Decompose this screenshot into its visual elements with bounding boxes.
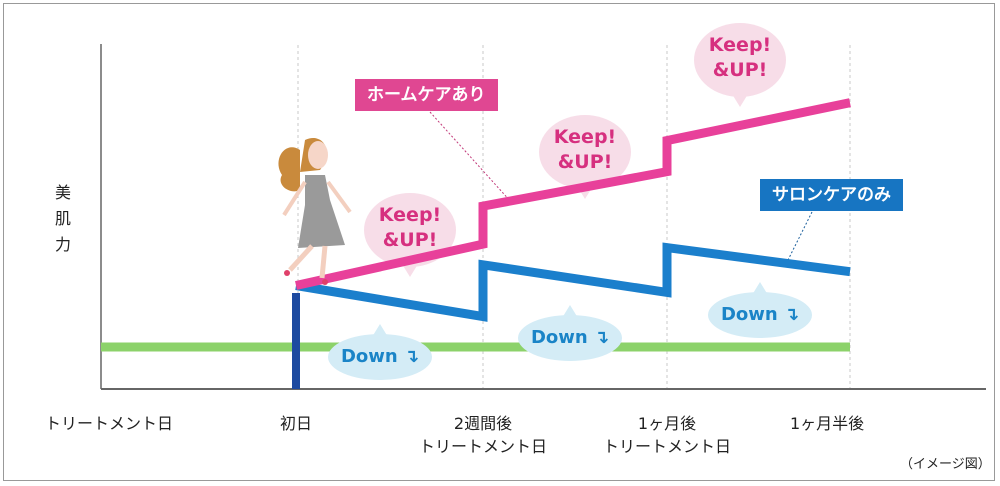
keep-up-bubble [539,115,631,189]
down-bubble [328,334,432,380]
x-label-treatment-day: トリートメント日 [45,414,174,433]
x-label-1month: 1ヶ月後 [637,414,697,433]
keep-up-line: &UP! [557,151,613,173]
down-bubble-text: Down ↴ [340,346,420,367]
keep-up-bubble-tail [732,94,748,107]
down-bubble-tail [372,324,388,337]
x-label-1-5months: 1ヶ月半後 [790,414,865,433]
woman-illustration [278,138,352,285]
down-bubble-text: Down ↴ [530,327,610,348]
keep-up-bubble [364,193,456,267]
keep-up-line: &UP! [712,59,768,81]
x-label-2weeks-sub: トリートメント日 [418,437,547,456]
home-care-legend-tag: ホームケアあり [355,79,498,111]
down-bubble-text: Down ↴ [720,304,800,325]
keep-up-line: Keep! [378,204,442,226]
keep-up-bubble [694,23,786,97]
image-note: （イメージ図） [900,457,991,472]
salon-only-series-line [295,242,851,322]
salon-leader [786,211,813,263]
x-label-2weeks: 2週間後 [453,414,513,433]
x-label-1month-sub: トリートメント日 [602,437,731,456]
home-care-leader [429,111,513,204]
keep-up-bubble-text: Keep! &UP! [690,33,790,83]
salon-only-legend-tag: サロンケアのみ [760,179,903,211]
home-care-series-line [295,98,851,290]
down-bubble [708,292,812,338]
down-bubble [518,315,622,361]
keep-up-bubble-text: Keep! &UP! [360,203,460,253]
x-label-day1: 初日 [280,414,313,433]
keep-up-line: Keep! [708,34,772,56]
down-bubble-tail [752,282,768,295]
keep-up-line: Keep! [553,126,617,148]
y-axis-label: 美肌力 [54,183,71,254]
down-bubble-tail [562,305,578,318]
keep-up-line: &UP! [382,229,438,251]
diagram-frame [3,3,995,481]
keep-up-bubble-tail [402,264,418,277]
keep-up-bubble-text: Keep! &UP! [535,125,635,175]
